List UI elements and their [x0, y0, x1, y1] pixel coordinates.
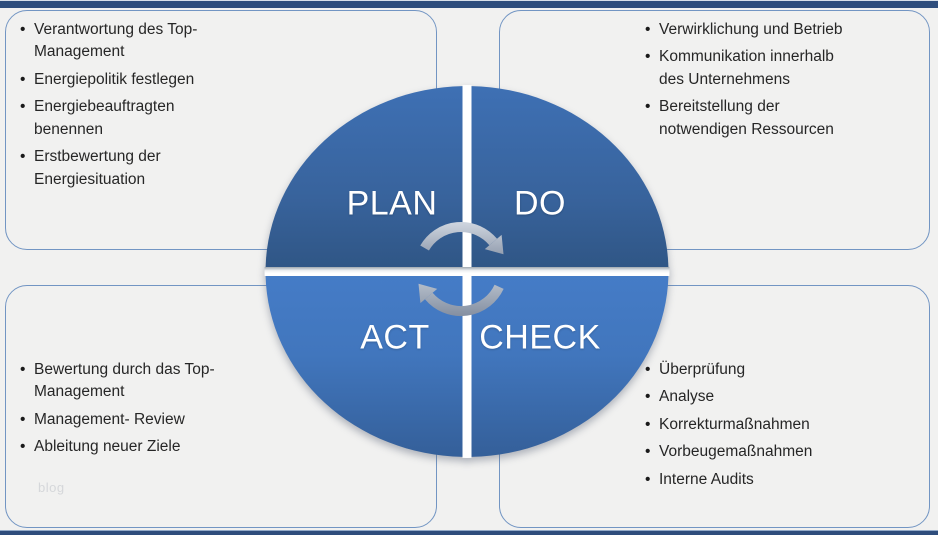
do-notes-list: Verwirklichung und Betrieb Kommunikation… [644, 19, 862, 146]
list-item: Management- Review [19, 409, 244, 432]
watermark-text: blog [38, 480, 65, 495]
list-item: Vorbeugemaßnahmen [644, 441, 889, 464]
list-item: Ableitung neuer Ziele [19, 436, 244, 459]
list-item: Energiebeauftragten benennen [19, 96, 227, 141]
top-accent-bar [0, 0, 938, 8]
act-notes-list: Bewertung durch das Top-Management Manag… [19, 359, 244, 464]
bottom-accent-bar [0, 530, 938, 535]
list-item: Kommunikation innerhalb des Unternehmens [644, 46, 862, 91]
list-item: Verwirklichung und Betrieb [644, 19, 862, 42]
do-quadrant-label: DO [514, 184, 566, 223]
list-item: Energiepolitik festlegen [19, 69, 227, 92]
list-item: Analyse [644, 386, 889, 409]
list-item: Korrekturmaßnahmen [644, 414, 889, 437]
list-item: Überprüfung [644, 359, 889, 382]
list-item: Erstbewertung der Energiesituation [19, 146, 227, 191]
list-item: Bereitstellung der notwendigen Ressource… [644, 96, 862, 141]
check-notes-list: Überprüfung Analyse Korrekturmaßnahmen V… [644, 359, 889, 496]
list-item: Verantwortung des Top-Management [19, 19, 227, 64]
act-quadrant-label: ACT [360, 318, 430, 357]
plan-quadrant-label: PLAN [346, 184, 438, 223]
plan-notes-list: Verantwortung des Top-Management Energie… [19, 19, 227, 196]
list-item: Interne Audits [644, 469, 889, 492]
check-quadrant-label: CHECK [479, 318, 601, 357]
list-item: Bewertung durch das Top-Management [19, 359, 244, 404]
